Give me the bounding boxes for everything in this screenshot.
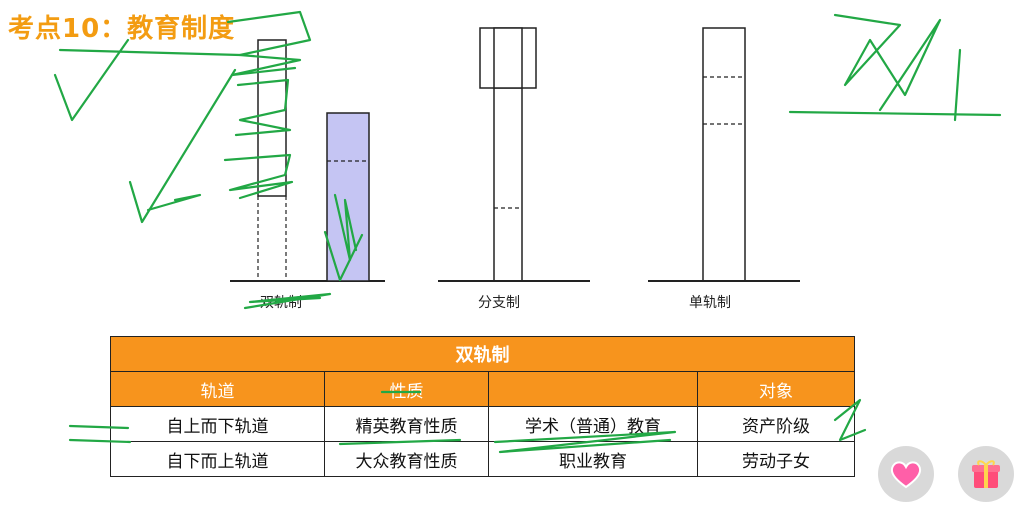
table-cell: 大众教育性质: [324, 441, 489, 477]
caption-single-track: 单轨制: [689, 295, 731, 311]
column-header: [488, 371, 698, 407]
column-header: 轨道: [110, 371, 325, 407]
table-cell: 资产阶级: [697, 406, 855, 442]
gift-button[interactable]: [958, 446, 1014, 502]
dual-track-table: 双轨制 轨道 性质 对象 自上而下轨道 精英教育性质 学术（普通）教育 资产阶级…: [110, 336, 855, 477]
dual-track-figure: [230, 39, 385, 282]
lower-track-bar: [326, 112, 370, 282]
like-button[interactable]: [878, 446, 934, 502]
column-header: 性质: [324, 371, 489, 407]
table-row: 自上而下轨道 精英教育性质 学术（普通）教育 资产阶级: [110, 406, 855, 442]
heart-icon: [890, 461, 922, 489]
table-cell: 自上而下轨道: [110, 406, 325, 442]
caption-branch-system: 分支制: [478, 295, 520, 311]
table-cell: 精英教育性质: [324, 406, 489, 442]
single-track-figure: [648, 27, 800, 282]
table-cell: 劳动子女: [697, 441, 855, 477]
branch-system-figure: [438, 27, 590, 282]
table-cell: 职业教育: [488, 441, 698, 477]
gift-icon: [972, 460, 1000, 488]
school-system-diagram: [230, 27, 800, 282]
table-row: 自下而上轨道 大众教育性质 职业教育 劳动子女: [110, 441, 855, 477]
upper-track-box: [257, 39, 287, 197]
table-cell: 自下而上轨道: [110, 441, 325, 477]
column-header: 对象: [697, 371, 855, 407]
caption-dual-track: 双轨制: [260, 295, 302, 311]
table-title: 双轨制: [110, 336, 855, 372]
table-cell: 学术（普通）教育: [488, 406, 698, 442]
table-header-row: 轨道 性质 对象: [110, 371, 855, 407]
